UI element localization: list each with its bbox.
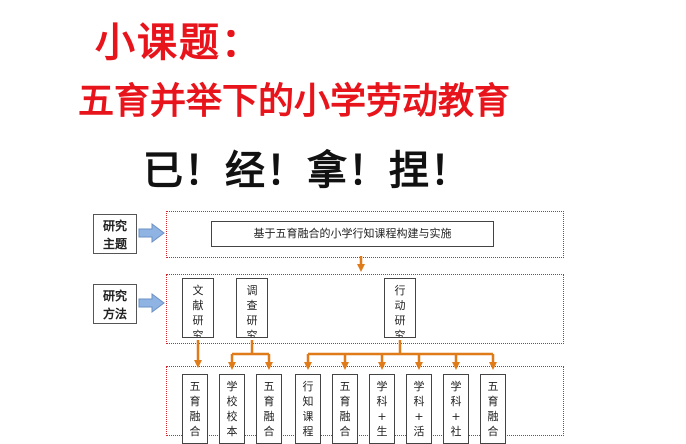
method-action-research: 行 动 研 究 <box>384 278 416 338</box>
item-char: 融 <box>487 410 499 423</box>
topic-row-container <box>166 211 564 258</box>
item-char: 课 <box>302 410 314 423</box>
item-char: 行 <box>302 380 314 393</box>
label-research-theme-line2: 主题 <box>102 237 127 251</box>
item-char: 科 <box>376 395 388 408</box>
connector-lines <box>138 223 497 370</box>
item-char: 五 <box>339 380 351 393</box>
item-char: 科 <box>413 395 425 408</box>
item-char: 科 <box>450 395 462 408</box>
item-char: 融 <box>263 410 275 423</box>
methods-row-container <box>166 274 564 344</box>
label-research-method: 研究 方法 <box>93 284 137 324</box>
label-research-method-line2: 方法 <box>102 307 127 321</box>
item-char: 育 <box>339 395 351 408</box>
item-char: 知 <box>302 395 314 408</box>
label-research-theme-line1: 研究 <box>102 219 127 233</box>
method-char: 文 <box>192 284 204 297</box>
item-char: + <box>451 410 461 423</box>
method-char: 行 <box>394 284 406 297</box>
item-char: 学 <box>413 380 425 393</box>
item-char: 育 <box>487 395 499 408</box>
method-char: 研 <box>192 314 204 327</box>
item-char: 学 <box>376 380 388 393</box>
title-subject: 小课题： <box>95 20 263 66</box>
title-slogan: 已！经！拿！捏！ <box>143 148 471 194</box>
item-char: 融 <box>339 410 351 423</box>
method-char: 动 <box>394 299 406 312</box>
blue-arrow-method <box>138 293 165 313</box>
item-char: 五 <box>487 380 499 393</box>
topic-box: 基于五育融合的小学行知课程构建与实施 <box>211 221 494 247</box>
item-char: 学 <box>450 380 462 393</box>
item-char: 五 <box>263 380 275 393</box>
blue-arrow-theme <box>138 223 165 243</box>
method-char: 研 <box>394 314 406 327</box>
item-char: 融 <box>189 410 201 423</box>
item-char: 五 <box>189 380 201 393</box>
item-char: + <box>377 410 387 423</box>
method-survey-research: 调 查 研 究 <box>236 278 268 338</box>
item-char: + <box>414 410 424 423</box>
item-char: 学 <box>226 380 238 393</box>
item-char: 育 <box>263 395 275 408</box>
method-char: 研 <box>246 314 258 327</box>
title-topic: 五育并举下的小学劳动教育 <box>78 81 511 122</box>
method-literature-research: 文 献 研 究 <box>182 278 214 338</box>
method-char: 献 <box>192 299 204 312</box>
label-research-method-line1: 研究 <box>102 289 127 303</box>
method-char: 查 <box>246 299 258 312</box>
item-char: 育 <box>189 395 201 408</box>
method-char: 究 <box>192 329 204 338</box>
method-char: 究 <box>394 329 406 338</box>
label-research-theme: 研究 主题 <box>93 214 137 254</box>
item-char: 校 <box>226 395 238 408</box>
method-char: 调 <box>246 284 258 297</box>
method-char: 究 <box>246 329 258 338</box>
item-char: 校 <box>226 410 238 423</box>
